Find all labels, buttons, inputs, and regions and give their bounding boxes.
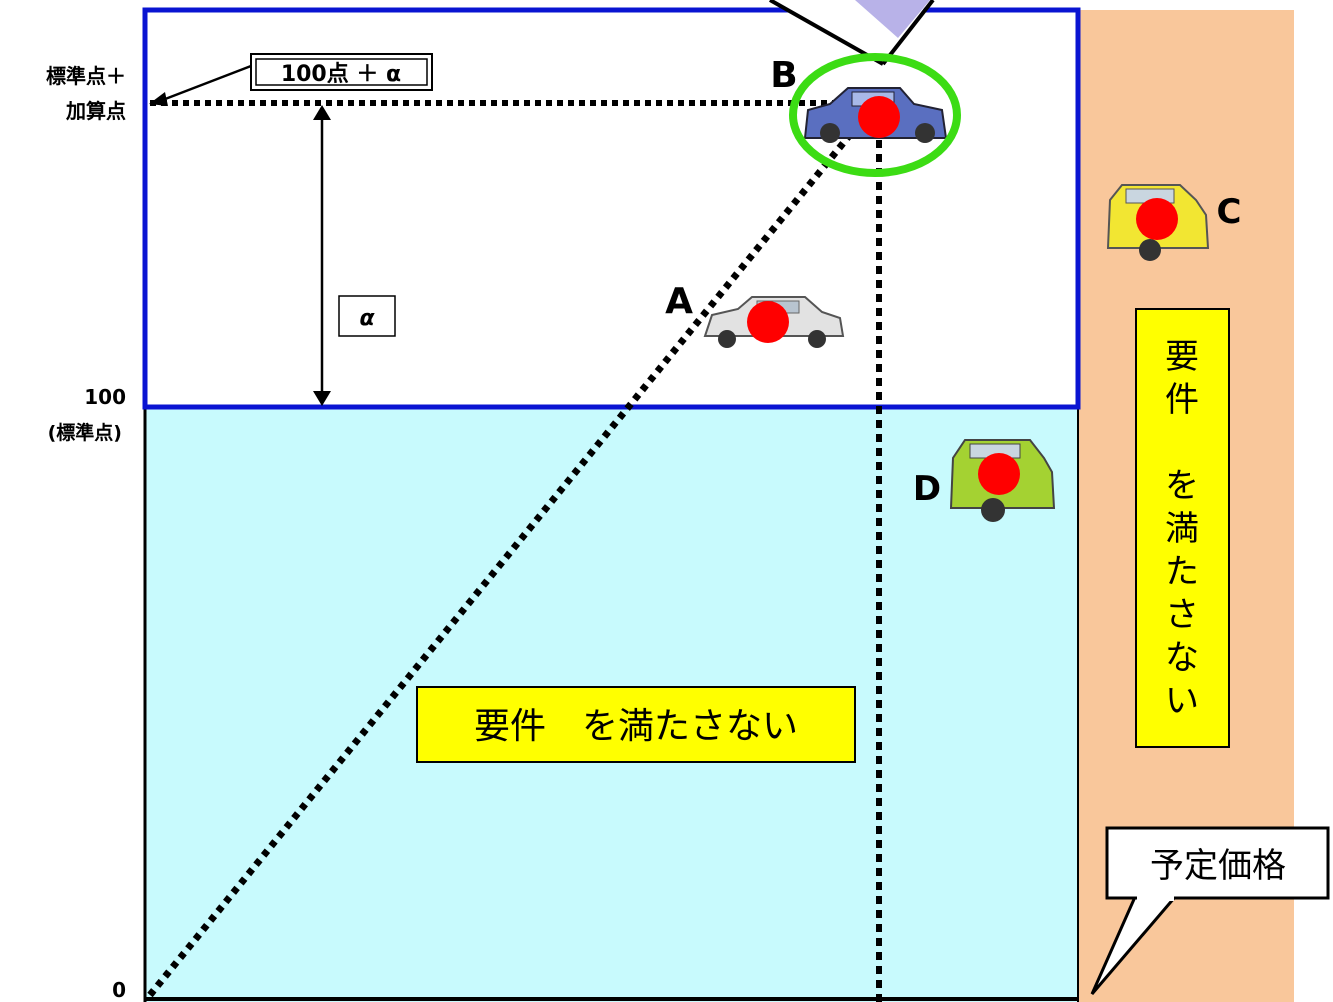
point-a-dot: [747, 301, 789, 343]
max-score-callout-arrow: [159, 64, 252, 103]
max-score-callout-text: 100点 ＋ α: [281, 61, 401, 87]
alpha-arrow-top: [313, 105, 331, 120]
vertical-char: 件: [1165, 380, 1199, 420]
point-b-label: B: [770, 55, 797, 96]
car-d-wheel: [981, 498, 1005, 522]
top-callout-pointer-edge-left: [769, 0, 884, 66]
vertical-char: た: [1165, 552, 1199, 592]
point-b-highlight-ring: [789, 53, 961, 177]
alpha-arrow-bottom: [313, 391, 331, 406]
price-callout-box: [1105, 826, 1330, 900]
y-label-max-line2: 加算点: [65, 99, 126, 123]
vertical-char: を: [1165, 466, 1199, 506]
point-a-label: A: [665, 281, 693, 322]
y-label-max-line1: 標準点＋: [46, 64, 126, 88]
point-d-label: D: [913, 469, 941, 509]
vertical-char: 満: [1165, 509, 1199, 549]
requirement-not-met-box-bottom: [416, 686, 856, 763]
diagonal-evaluation-line: [147, 117, 865, 998]
point-c-dot: [1136, 198, 1178, 240]
car-c: [1106, 184, 1210, 261]
car-c-wheel: [1139, 239, 1161, 261]
y-label-standard: (標準点): [48, 421, 122, 444]
alpha-label-text: α: [359, 306, 375, 331]
max-score-callout-box: [250, 53, 433, 91]
car-d: [949, 439, 1056, 522]
vertical-char: 要: [1165, 337, 1199, 377]
vertical-char: さ: [1165, 595, 1199, 635]
top-callout-pointer-fill: [855, 0, 930, 38]
car-a: [703, 296, 845, 348]
requirement-not-met-box-right: [1135, 308, 1230, 748]
car-b: [803, 87, 948, 143]
vertical-char: な: [1165, 638, 1199, 678]
car-b-wheel-rear: [915, 123, 935, 143]
price-callout-text: 予定価格: [1150, 846, 1286, 886]
max-score-callout-box-inner: [255, 58, 428, 86]
car-b-wheel-front: [820, 123, 840, 143]
top-callout-pointer-edge-right: [881, 0, 935, 66]
vertical-char: い: [1165, 681, 1199, 721]
qualifying-zone-frame: [142, 7, 1081, 410]
car-a-wheel-front: [718, 330, 736, 348]
y-label-zero: 0: [112, 978, 126, 1002]
point-c-label: C: [1217, 192, 1242, 232]
y-label-100: 100: [84, 385, 126, 409]
alpha-label-box: [338, 295, 396, 337]
price-callout-seam: [1137, 893, 1174, 901]
point-b-dot: [858, 96, 900, 138]
car-a-wheel-rear: [808, 330, 826, 348]
max-score-callout-arrowhead: [149, 92, 168, 106]
point-d-dot: [978, 453, 1020, 495]
requirement-not-met-text-bottom: 要件 を満たさない: [474, 706, 798, 747]
